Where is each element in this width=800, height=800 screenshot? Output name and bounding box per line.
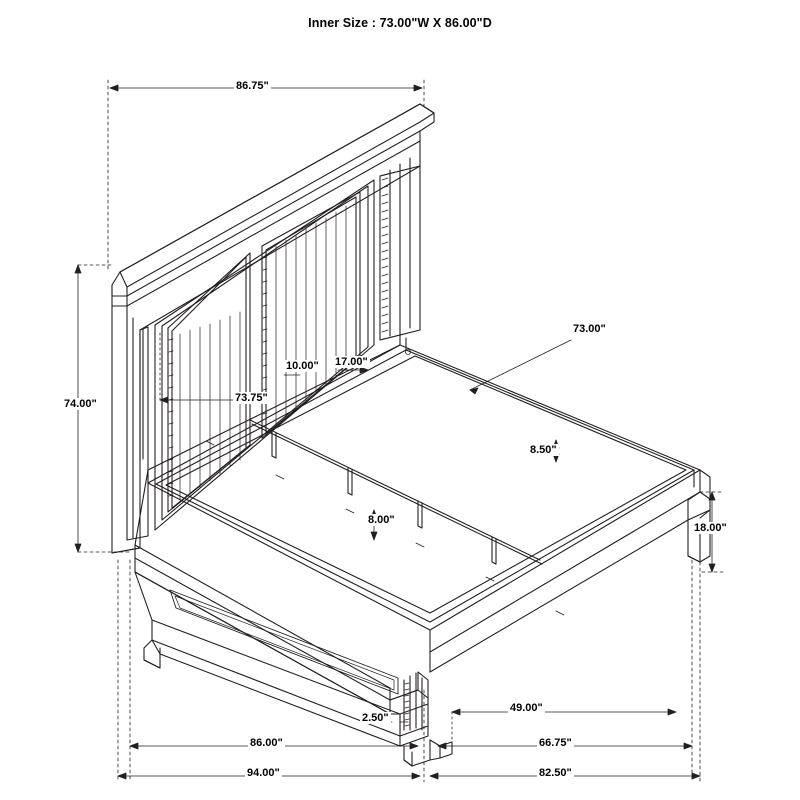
dim-bed-length-inner: 86.00": [248, 737, 285, 749]
dim-panel-width: 73.75": [233, 392, 270, 404]
dim-slat-height: 8.00": [366, 514, 397, 526]
dim-side-depth-outer: 82.50": [537, 767, 574, 779]
dim-rail-height: 8.50": [528, 444, 559, 456]
dim-panel-segment-b: 17.00": [333, 356, 370, 368]
dim-side-depth: 66.75": [537, 737, 574, 749]
page-title: Inner Size : 73.00"W X 86.00"D: [308, 16, 492, 30]
dim-headboard-height: 74.00": [62, 398, 99, 410]
dim-footboard-rail: 2.50": [360, 712, 391, 724]
dim-panel-segment-a: 10.00": [284, 360, 321, 372]
dim-footboard-width: 49.00": [508, 702, 545, 714]
dim-headboard-width: 86.75": [234, 80, 271, 92]
dim-bed-length-outer: 94.00": [245, 767, 282, 779]
dim-footboard-height: 18.00": [692, 522, 729, 534]
dim-inner-width: 73.00": [571, 323, 608, 335]
